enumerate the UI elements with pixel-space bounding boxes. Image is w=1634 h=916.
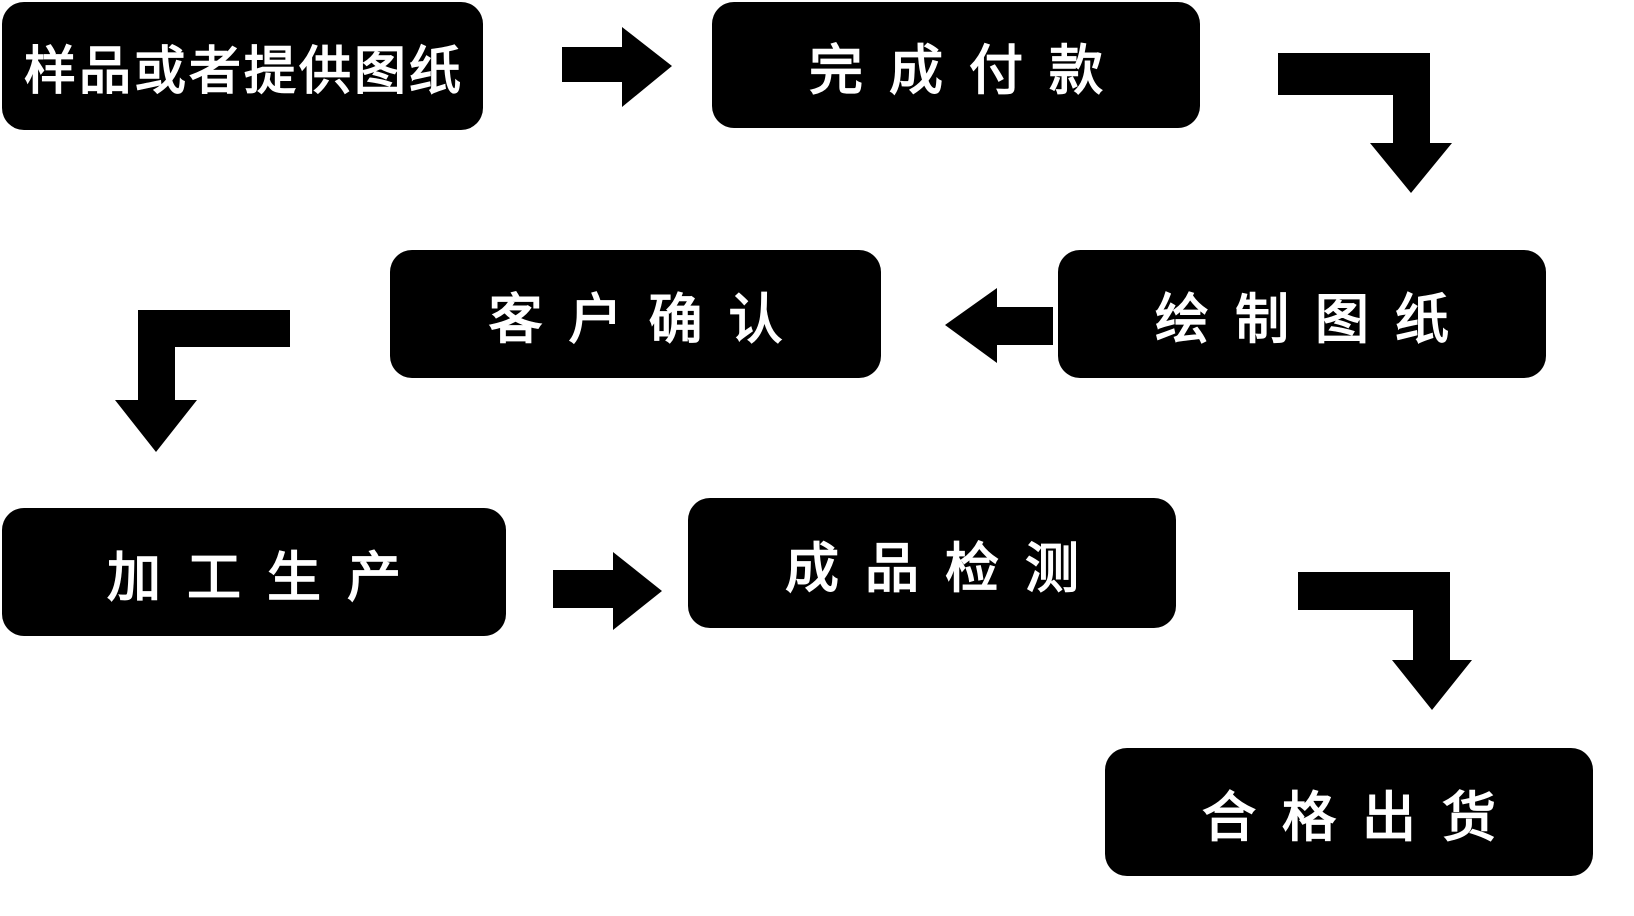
flow-node-complete-payment: 完成付款	[712, 2, 1200, 128]
arrow-drawing-to-confirm-icon	[945, 288, 1053, 363]
flow-node-sample-or-drawings: 样品或者提供图纸	[2, 2, 483, 130]
arrow-confirm-to-production-icon	[115, 310, 290, 452]
flow-node-customer-confirmation: 客户确认	[390, 250, 881, 378]
arrow-sample-to-payment-icon	[562, 27, 672, 107]
flow-node-processing-production: 加工生产	[2, 508, 506, 636]
flow-node-finished-product-inspection: 成品检测	[688, 498, 1176, 628]
arrow-production-to-inspection-icon	[553, 552, 662, 630]
flow-node-draw-drawings: 绘制图纸	[1058, 250, 1546, 378]
arrow-payment-to-drawing-icon	[1278, 53, 1452, 193]
arrow-inspection-to-shipment-icon	[1298, 572, 1472, 710]
flow-node-qualified-shipment: 合格出货	[1105, 748, 1593, 876]
